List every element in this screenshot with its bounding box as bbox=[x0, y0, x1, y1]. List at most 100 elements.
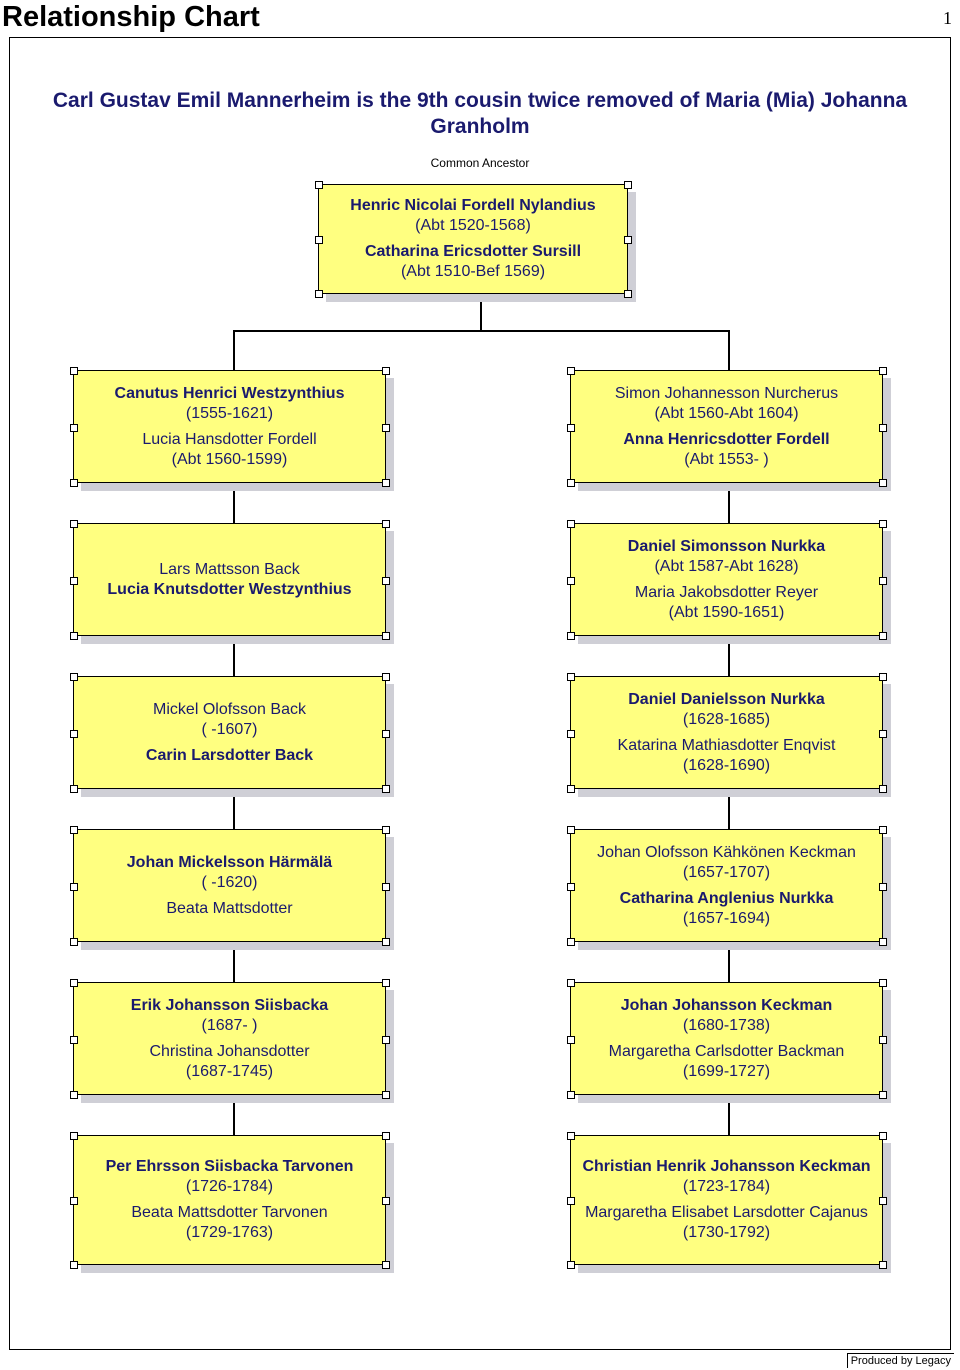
box-handle-icon bbox=[382, 1197, 390, 1205]
box-handle-icon bbox=[879, 826, 887, 834]
box-handle-icon bbox=[382, 785, 390, 793]
person-line: Catharina Ericsdotter Sursill bbox=[364, 243, 582, 260]
page-number: 1 bbox=[943, 8, 952, 28]
box-handle-icon bbox=[879, 479, 887, 487]
box-handle-icon bbox=[70, 632, 78, 640]
box-handle-icon bbox=[567, 729, 575, 738]
box-handle-icon bbox=[879, 979, 887, 987]
box-handle-icon bbox=[879, 423, 887, 432]
box-handle-icon bbox=[382, 826, 390, 834]
box-handle-icon bbox=[879, 938, 887, 946]
person-line: (1687-1745) bbox=[185, 1062, 274, 1080]
box-handle-icon bbox=[70, 479, 78, 487]
person-line: Catharina Anglenius Nurkka bbox=[619, 889, 834, 907]
box-handle-icon bbox=[382, 979, 390, 987]
box-handle-icon bbox=[382, 1132, 390, 1140]
person-line: Margaretha Elisabet Larsdotter Cajanus bbox=[585, 1204, 868, 1221]
person-line: Beata Mattsdotter Tarvonen bbox=[131, 1204, 328, 1221]
box-handle-icon bbox=[567, 367, 575, 375]
box-handle-icon bbox=[70, 729, 78, 738]
box-handle-icon bbox=[879, 1091, 887, 1099]
person-box-left-4[interactable]: Johan Mickelsson Härmälä( -1620)Beata Ma… bbox=[70, 826, 390, 946]
person-line: Margaretha Carlsdotter Backman bbox=[608, 1042, 845, 1060]
box-handle-icon bbox=[70, 423, 78, 432]
box-handle-icon bbox=[315, 236, 323, 244]
person-box-right-1[interactable]: Simon Johannesson Nurcherus(Abt 1560-Abt… bbox=[567, 367, 887, 487]
person-box-right-2[interactable]: Daniel Simonsson Nurkka(Abt 1587-Abt 162… bbox=[567, 520, 887, 640]
person-line: (1555-1621) bbox=[185, 404, 274, 422]
person-line: (1687- ) bbox=[201, 1016, 258, 1034]
box-handle-icon bbox=[70, 979, 78, 987]
box-handle-icon bbox=[70, 1132, 78, 1140]
box-handle-icon bbox=[382, 729, 390, 738]
box-handle-icon bbox=[879, 729, 887, 738]
box-handle-icon bbox=[382, 673, 390, 681]
person-line: ( -1620) bbox=[201, 873, 258, 891]
person-line: Lucia Hansdotter Fordell bbox=[142, 430, 317, 448]
box-handle-icon bbox=[624, 181, 632, 189]
common-ancestor-box[interactable]: Henric Nicolai Fordell Nylandius(Abt 152… bbox=[315, 181, 632, 298]
box-handle-icon bbox=[567, 826, 575, 834]
box-handle-icon bbox=[567, 1091, 575, 1099]
connector-left-1 bbox=[233, 636, 235, 676]
person-box-right-6[interactable]: Christian Henrik Johansson Keckman(1723-… bbox=[567, 1132, 887, 1269]
box-handle-icon bbox=[70, 938, 78, 946]
person-line: Per Ehrsson Siisbacka Tarvonen bbox=[105, 1158, 354, 1175]
person-line: Anna Henricsdotter Fordell bbox=[623, 430, 830, 448]
box-handle-icon bbox=[567, 1035, 575, 1044]
person-box-right-5[interactable]: Johan Johansson Keckman(1680-1738)Margar… bbox=[567, 979, 887, 1099]
box-handle-icon bbox=[567, 1197, 575, 1205]
person-line: Erik Johansson Siisbacka bbox=[130, 996, 329, 1014]
box-handle-icon bbox=[879, 576, 887, 585]
box-handle-icon bbox=[567, 979, 575, 987]
footer-credit: Produced by Legacy bbox=[846, 1353, 954, 1368]
person-line: (Abt 1560-Abt 1604) bbox=[654, 404, 799, 422]
connector-split bbox=[233, 330, 730, 332]
person-line: (1657-1694) bbox=[682, 909, 771, 927]
box-handle-icon bbox=[879, 882, 887, 891]
box-handle-icon bbox=[567, 632, 575, 640]
box-handle-icon bbox=[879, 1132, 887, 1140]
box-handle-icon bbox=[567, 1132, 575, 1140]
person-box-left-1[interactable]: Canutus Henrici Westzynthius(1555-1621)L… bbox=[70, 367, 390, 487]
person-line: Christina Johansdotter bbox=[149, 1042, 310, 1060]
person-line: Lucia Knutsdotter Westzynthius bbox=[107, 580, 352, 598]
box-handle-icon bbox=[624, 236, 632, 244]
person-box-left-3[interactable]: Mickel Olofsson Back( -1607)Carin Larsdo… bbox=[70, 673, 390, 793]
person-line: Beata Mattsdotter bbox=[166, 899, 293, 917]
connector-left-0 bbox=[233, 483, 235, 523]
box-handle-icon bbox=[70, 1091, 78, 1099]
person-line: (1730-1792) bbox=[682, 1224, 771, 1241]
connector-left-start bbox=[233, 330, 235, 370]
chart-frame bbox=[9, 37, 951, 1350]
box-handle-icon bbox=[382, 938, 390, 946]
common-ancestor-label: Common Ancestor bbox=[430, 156, 530, 170]
box-handle-icon bbox=[879, 1035, 887, 1044]
box-handle-icon bbox=[879, 367, 887, 375]
box-handle-icon bbox=[382, 632, 390, 640]
box-handle-icon bbox=[567, 938, 575, 946]
box-handle-icon bbox=[382, 479, 390, 487]
box-handle-icon bbox=[382, 367, 390, 375]
person-box-left-5[interactable]: Erik Johansson Siisbacka (1687- ) Christin… bbox=[70, 979, 390, 1099]
person-line: ( -1607) bbox=[201, 720, 258, 738]
person-line: Daniel Simonsson Nurkka bbox=[627, 537, 826, 555]
person-line: Christian Henrik Johansson Keckman bbox=[582, 1158, 871, 1175]
person-line: (1657-1707) bbox=[682, 863, 771, 881]
connector-left-2 bbox=[233, 789, 235, 829]
person-line: Lars Mattsson Back bbox=[159, 560, 300, 578]
person-box-right-3[interactable]: Daniel Danielsson Nurkka(1628-1685)Katar… bbox=[567, 673, 887, 793]
person-line: (1729-1763) bbox=[185, 1224, 274, 1241]
connector-ancestor bbox=[480, 294, 482, 332]
person-line: (Abt 1553- ) bbox=[684, 450, 769, 468]
person-box-right-4[interactable]: Johan Olofsson Kähkönen Keckman(1657-170… bbox=[567, 826, 887, 946]
person-line: Maria Jakobsdotter Reyer bbox=[634, 583, 819, 601]
box-handle-icon bbox=[70, 576, 78, 585]
box-handle-icon bbox=[567, 479, 575, 487]
box-handle-icon bbox=[70, 367, 78, 375]
box-handle-icon bbox=[879, 673, 887, 681]
chart-title: Relationship Chart bbox=[2, 1, 260, 33]
box-handle-icon bbox=[567, 576, 575, 585]
person-box-left-6[interactable]: Per Ehrsson Siisbacka Tarvonen(1726-1784… bbox=[70, 1132, 390, 1269]
